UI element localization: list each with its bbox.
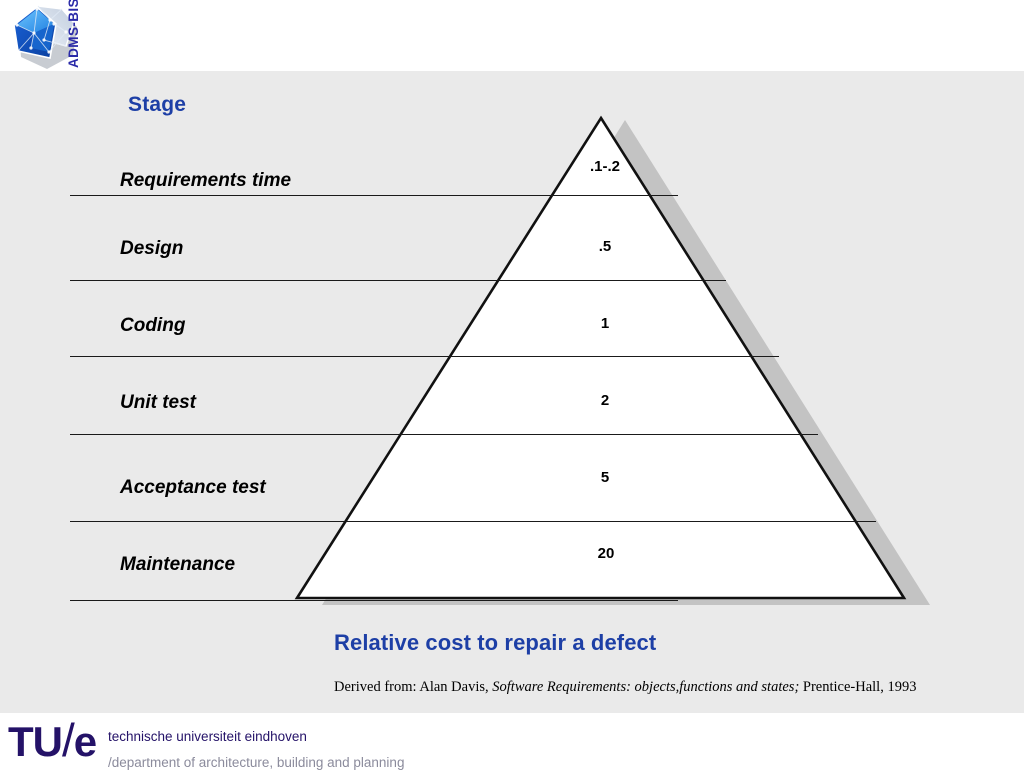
tier-rule-1	[70, 195, 678, 196]
tue-mark-left: TU	[8, 718, 63, 765]
tier-rule-6	[70, 600, 678, 601]
stage-label-requirements-time: Requirements time	[120, 170, 292, 191]
tue-logo: TU/e	[8, 717, 97, 765]
source-prefix: Derived from: Alan Davis,	[334, 679, 493, 695]
header-band: ADMS-BIS	[0, 0, 1024, 71]
tier-value-design: .5	[598, 238, 612, 255]
stage-label-acceptance-test: Acceptance test	[120, 477, 266, 498]
tier-value-acceptance-test: 5	[600, 469, 610, 486]
tier-value-coding: 1	[600, 315, 610, 332]
stage-label-maintenance: Maintenance	[120, 554, 236, 575]
gem-crystal-icon	[13, 5, 77, 69]
tier-rule-5	[70, 521, 876, 522]
chart-caption-title: Relative cost to repair a defect	[334, 630, 657, 655]
stage-label-coding: Coding	[120, 315, 186, 336]
stage-heading: Stage	[128, 93, 187, 116]
tier-rule-3	[70, 356, 779, 357]
tier-value-maintenance: 20	[597, 545, 615, 562]
source-suffix: Prentice-Hall, 1993	[799, 679, 917, 695]
footer-band: TU/e technische universiteit eindhoven /…	[0, 713, 1024, 770]
tier-value-unit-test: 2	[600, 392, 610, 409]
stage-label-unit-test: Unit test	[120, 392, 196, 413]
stage-label-design: Design	[120, 238, 184, 259]
adms-bis-logo: ADMS-BIS	[4, 0, 100, 70]
chart-source-citation: Derived from: Alan Davis, Software Requi…	[334, 679, 916, 696]
footer-university-name: technische universiteit eindhoven	[108, 729, 307, 744]
tue-mark-right: e	[73, 718, 97, 765]
adms-bis-wordmark: ADMS-BIS	[66, 0, 81, 68]
source-book-title: Software Requirements: objects,functions…	[492, 679, 800, 695]
tier-value-requirements-time: .1-.2	[589, 158, 621, 175]
tier-rule-4	[70, 434, 818, 435]
footer-department-name: /department of architecture, building an…	[108, 755, 405, 770]
tue-mark-slash: /	[62, 714, 75, 766]
tier-rule-2	[70, 280, 726, 281]
